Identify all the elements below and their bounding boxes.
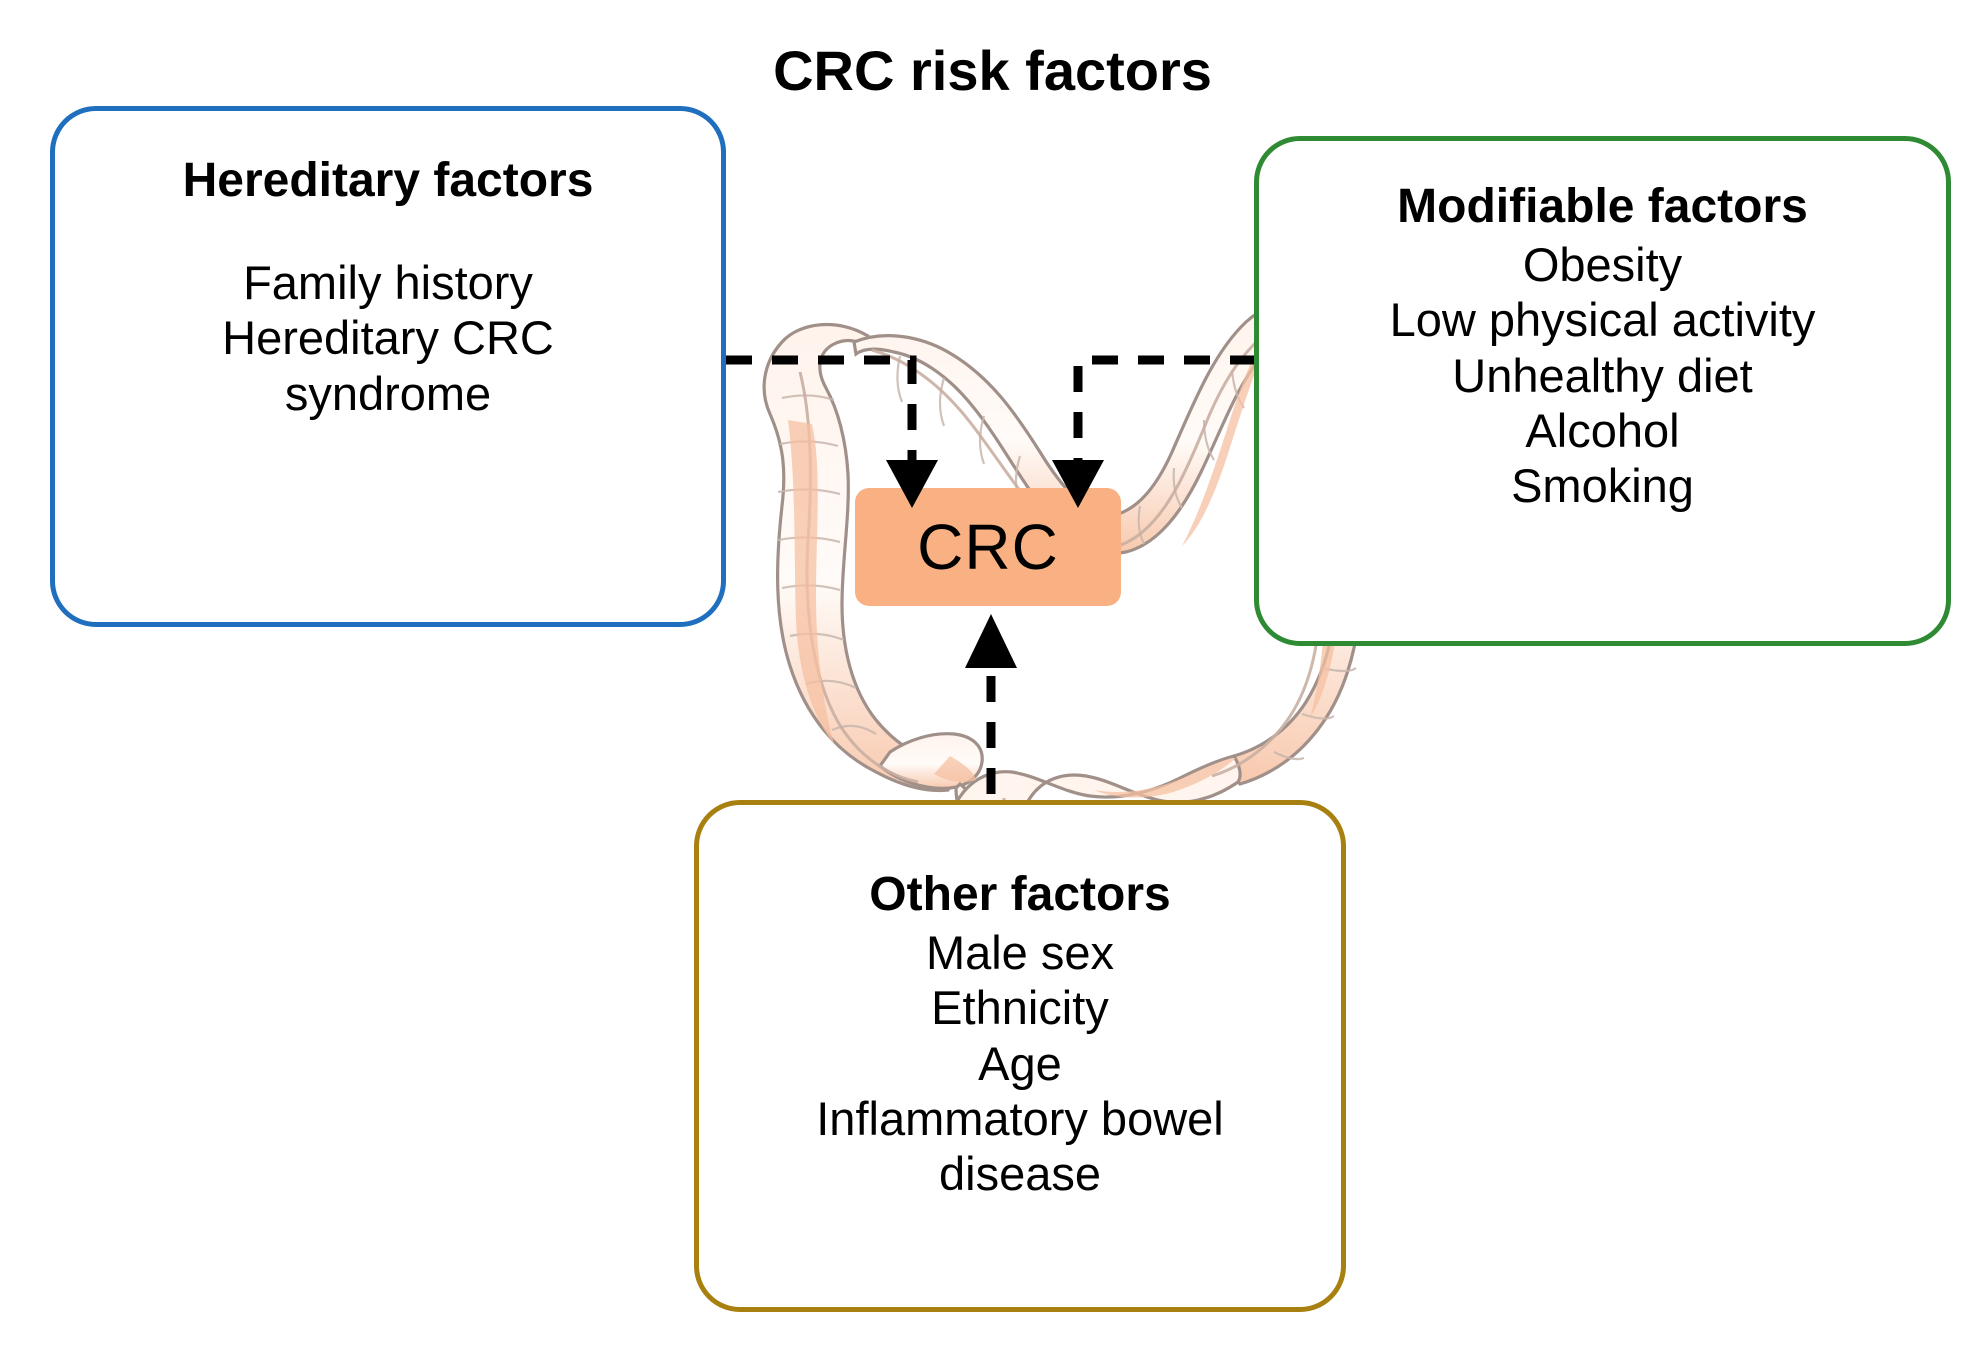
modifiable-factors-list: Obesity Low physical activity Unhealthy … — [1390, 237, 1816, 514]
other-factors-heading: Other factors — [869, 868, 1171, 921]
list-item: Hereditary CRC — [222, 311, 554, 365]
page-title: CRC risk factors — [773, 39, 1212, 102]
list-item: Low physical activity — [1389, 293, 1816, 347]
other-factors-list: Male sex Ethnicity Age Inflammatory bowe… — [816, 925, 1224, 1202]
list-item: Male sex — [925, 925, 1115, 979]
list-item: disease — [939, 1147, 1101, 1201]
list-item: Inflammatory bowel — [816, 1092, 1224, 1146]
hereditary-factors-heading: Hereditary factors — [182, 154, 594, 207]
crc-center-label: CRC — [855, 488, 1121, 606]
modifiable-factors-heading: Modifiable factors — [1397, 180, 1808, 233]
list-item: Age — [978, 1036, 1062, 1090]
hereditary-factors-list: Family history Hereditary CRC syndrome — [222, 255, 554, 421]
modifiable-factors-box: Modifiable factors Obesity Low physical … — [1254, 136, 1951, 646]
list-item: Unhealthy diet — [1452, 348, 1753, 402]
list-item: Smoking — [1511, 459, 1694, 513]
list-item: syndrome — [284, 366, 492, 420]
other-factors-box: Other factors Male sex Ethnicity Age Inf… — [694, 800, 1346, 1312]
connector-modifiable-to-crc — [1052, 355, 1256, 508]
list-item: Alcohol — [1525, 404, 1680, 458]
list-item: Ethnicity — [931, 981, 1109, 1035]
connector-hereditary-to-crc — [726, 355, 938, 508]
list-item: Family history — [243, 255, 533, 309]
list-item: Obesity — [1522, 237, 1683, 291]
hereditary-factors-box: Hereditary factors Family history Heredi… — [50, 106, 726, 627]
